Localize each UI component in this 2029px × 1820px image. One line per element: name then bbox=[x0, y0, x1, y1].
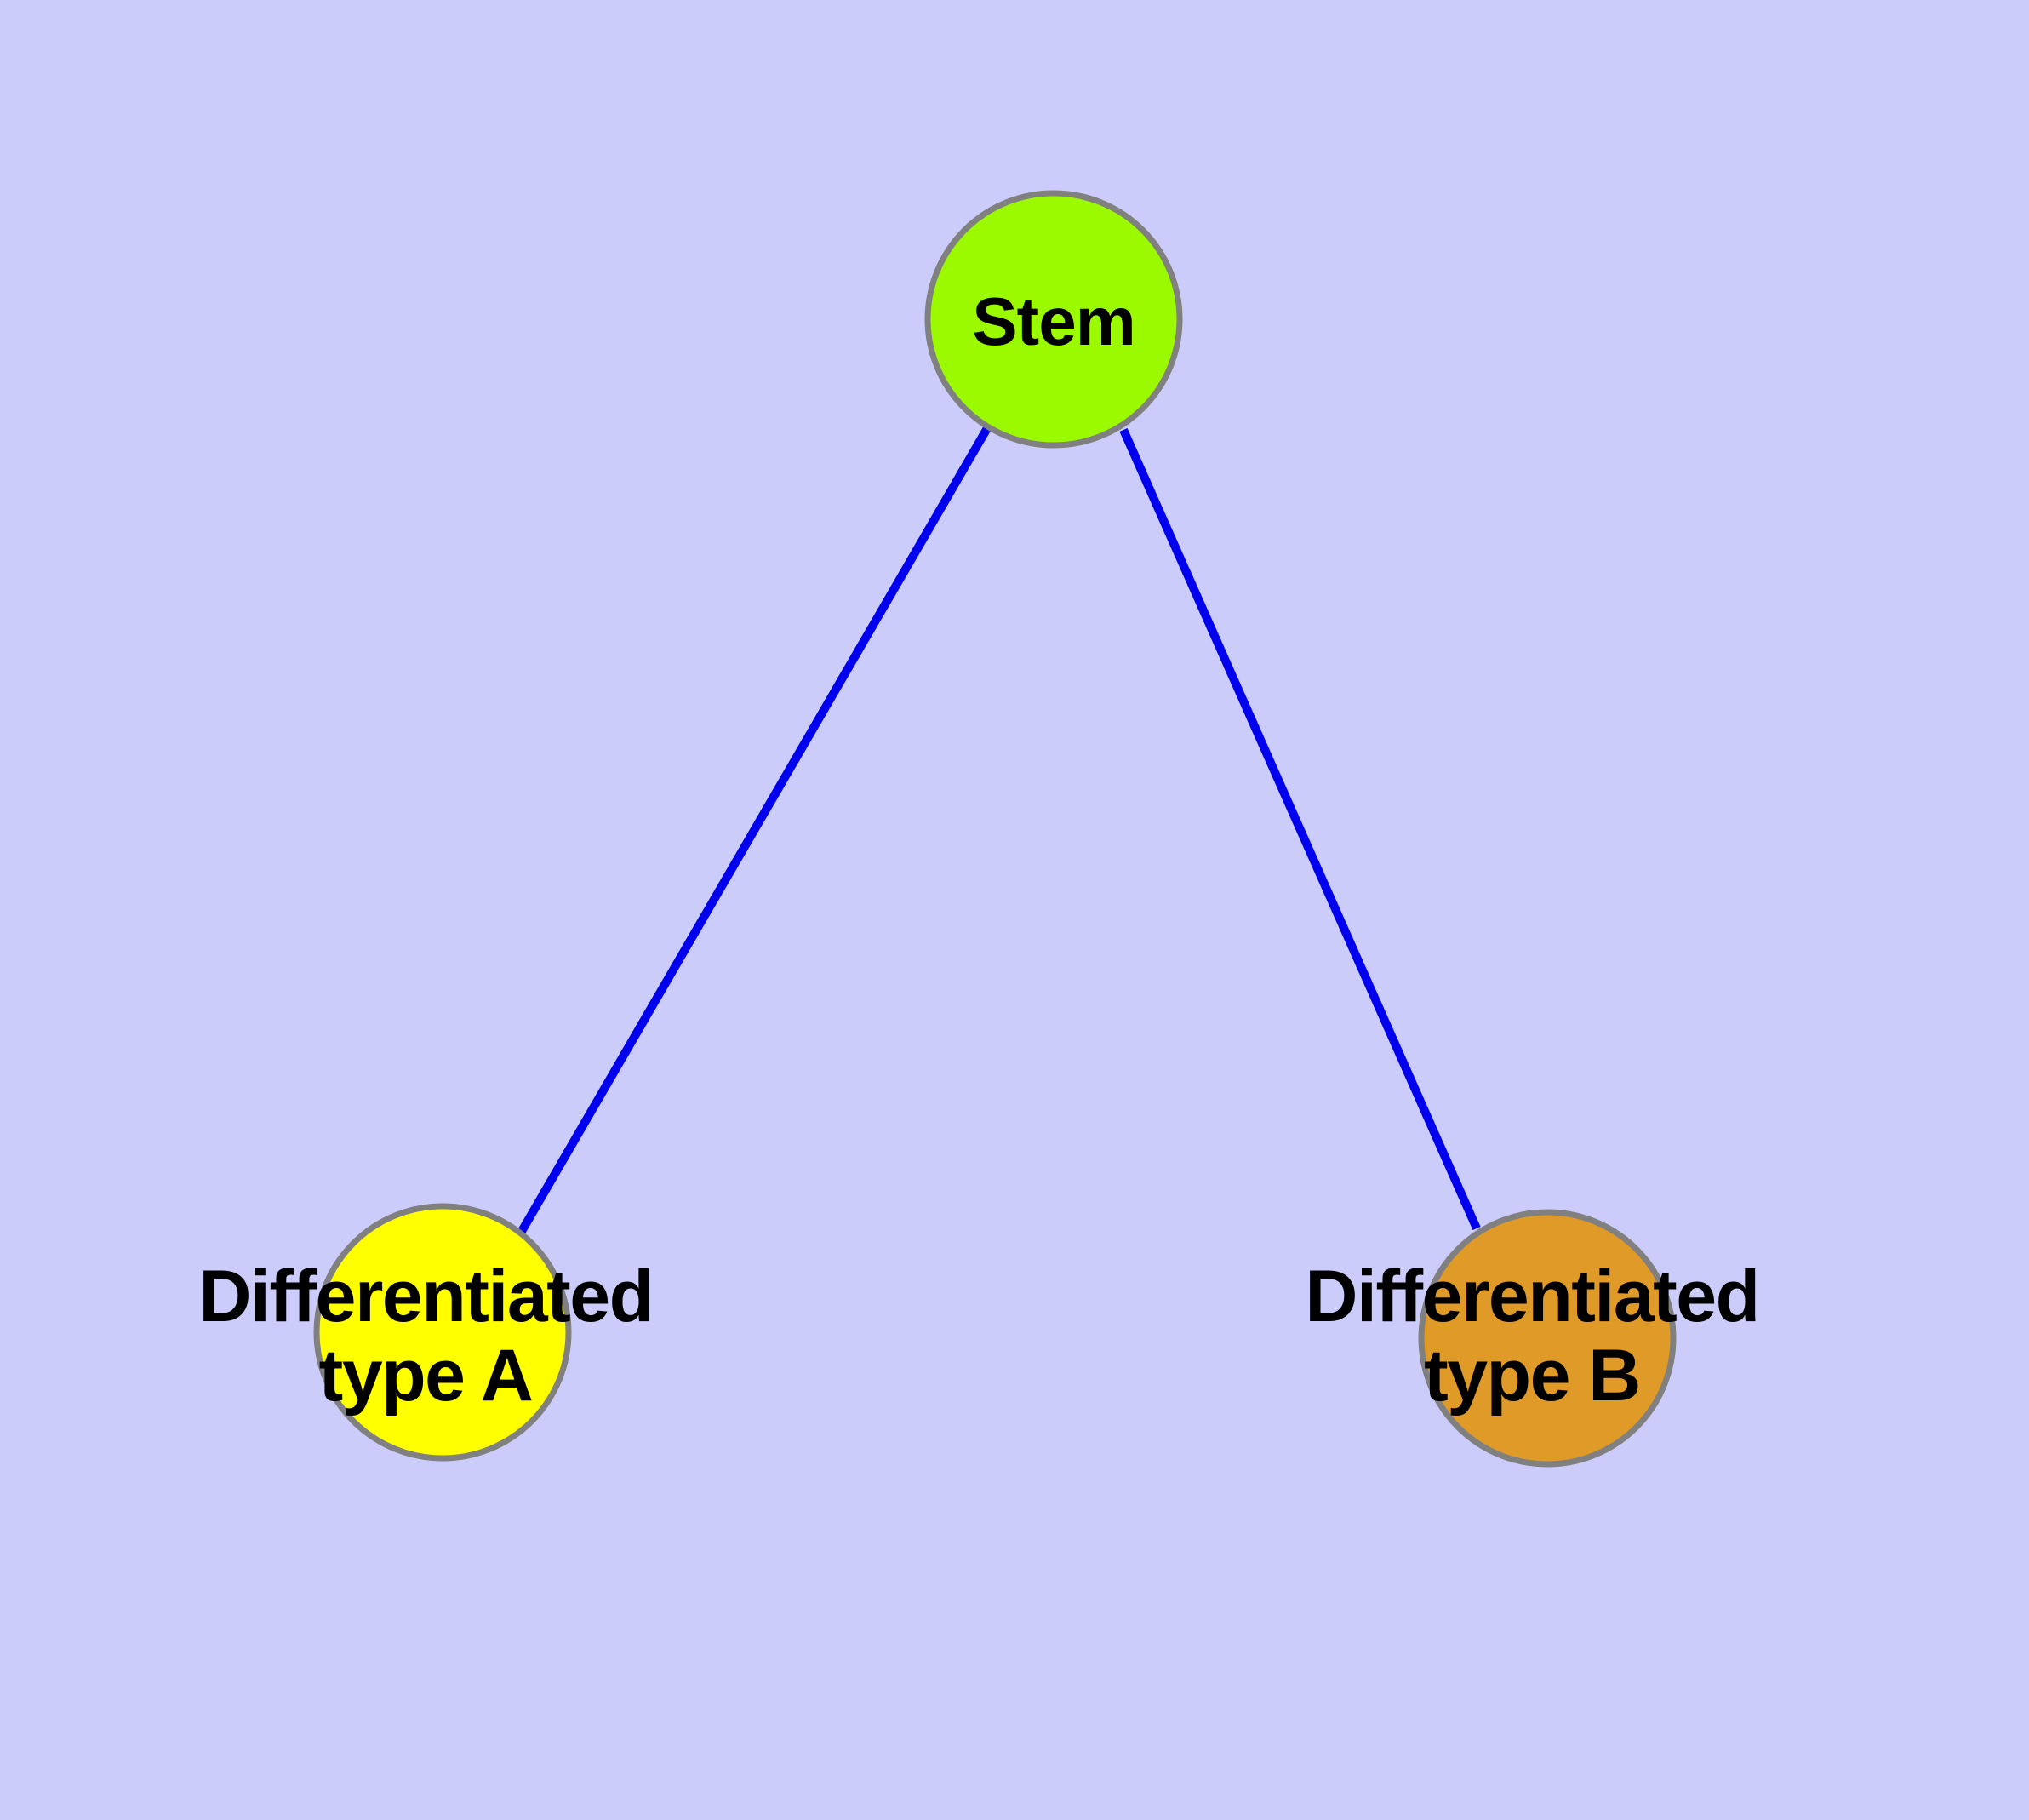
edge-stem-to-diff-b bbox=[1119, 427, 1481, 1231]
edge-stem-to-diff-a bbox=[517, 426, 992, 1235]
edge-layer bbox=[517, 426, 1481, 1235]
node-layer bbox=[313, 190, 1677, 1468]
node-circle-stem[interactable] bbox=[924, 190, 1183, 449]
node-circle-diff-b[interactable] bbox=[1418, 1209, 1677, 1468]
node-circle-diff-a[interactable] bbox=[313, 1203, 572, 1462]
